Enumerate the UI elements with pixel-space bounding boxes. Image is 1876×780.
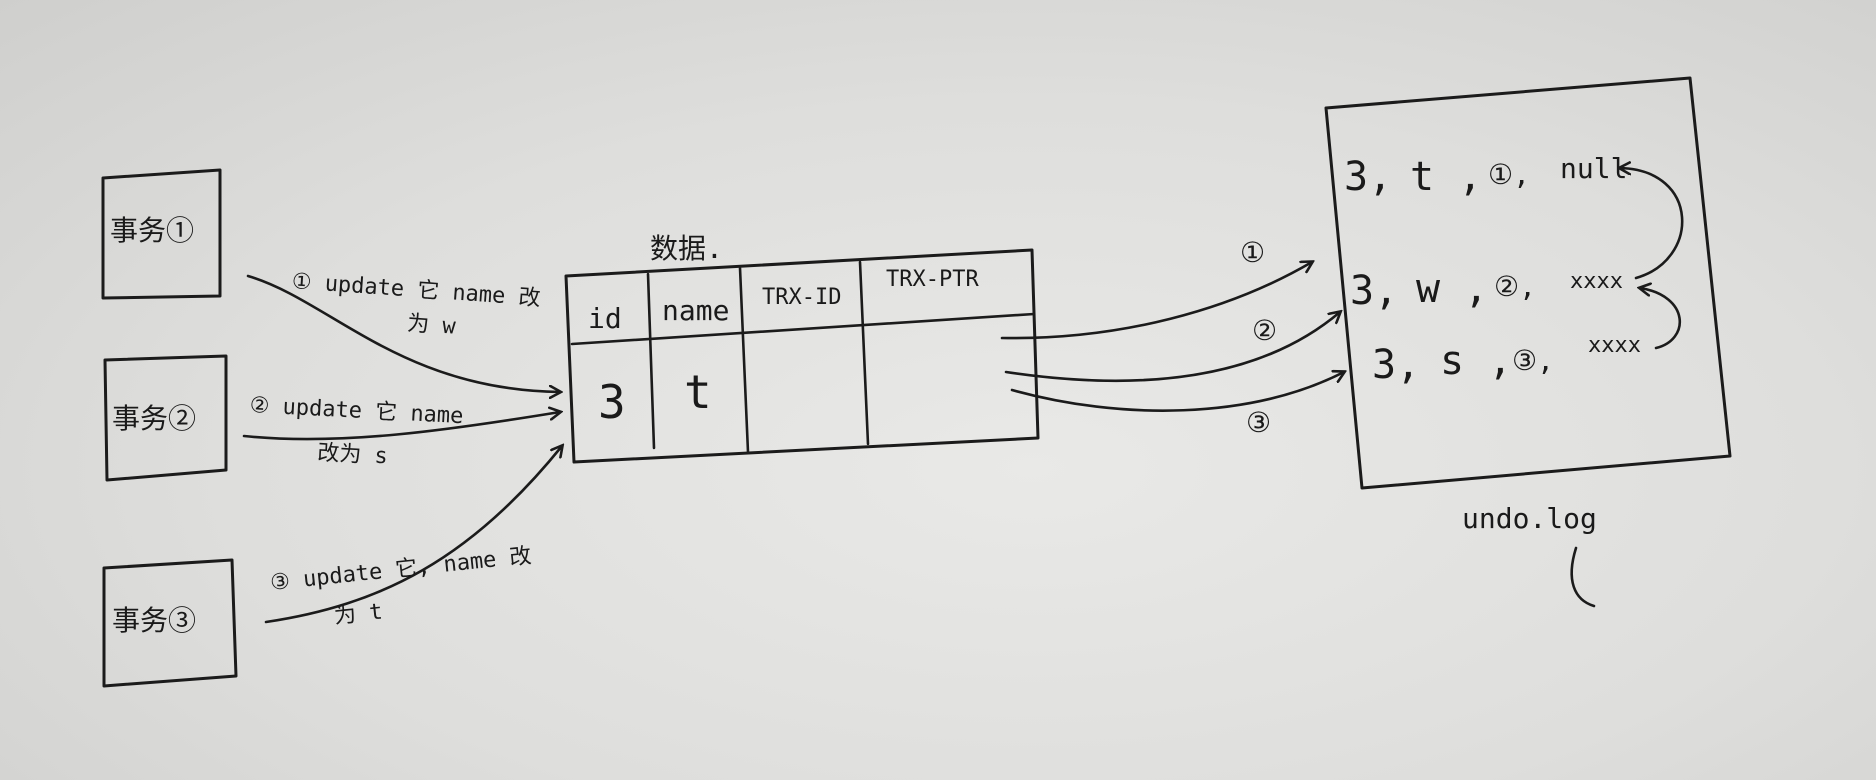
undo-log-entry-3-trx: ③,	[1512, 344, 1554, 377]
ptr-arrow-2-label: ②	[1252, 314, 1277, 347]
transaction-2-note: ② update 它 name 改为 s	[249, 393, 464, 470]
transaction-1-label: 事务①	[110, 214, 194, 247]
transaction-3-note-line1: ③ update 它, name 改	[269, 544, 533, 596]
transaction-1-note-line1: ① update 它 name 改	[291, 269, 541, 311]
undo-log-entry-3-name: s ,	[1440, 338, 1512, 384]
data-table-header-divider	[570, 312, 1036, 346]
undo-log-entry-2-name: w ,	[1416, 266, 1488, 312]
ptr-arrow-2	[1004, 312, 1340, 383]
data-table-header-trx-id: TRX-ID	[762, 285, 841, 310]
chain-arrow-3-to-2	[1640, 288, 1681, 350]
transaction-3-label: 事务③	[112, 604, 196, 637]
ptr-arrow-3-label: ③	[1246, 406, 1271, 439]
undo-log-box: 3, t , ①, null 3, w , ②, xxxx 3, s , ③, …	[1324, 76, 1732, 490]
data-table: id name TRX-ID TRX-PTR 3 t	[564, 248, 1040, 464]
undo-log-entry-3-id: 3,	[1372, 342, 1420, 388]
undo-log-entry-2-id: 3,	[1350, 268, 1398, 314]
data-table-header-trx-ptr: TRX-PTR	[886, 267, 979, 292]
transaction-3-note: ③ update 它, name 改 为 t	[269, 544, 533, 630]
transaction-1-arrow	[246, 274, 560, 392]
undo-log-entry-1-id: 3,	[1344, 154, 1392, 200]
ptr-arrow-1	[1000, 262, 1312, 340]
transaction-2-arrow	[242, 412, 560, 441]
undo-log-entry-1-ptr: null	[1560, 152, 1627, 185]
transaction-1-box: 事务①	[101, 168, 222, 300]
transaction-1-note-line2: 为 w	[406, 311, 457, 339]
transaction-2-box: 事务②	[103, 354, 228, 482]
undo-log-title-stroke	[1570, 546, 1596, 608]
data-table-cell-id: 3	[598, 375, 626, 429]
undo-log-entry-3-ptr: xxxx	[1588, 333, 1641, 358]
chain-arrow-2-to-1	[1620, 168, 1684, 280]
ptr-arrow-1-label: ①	[1240, 236, 1265, 269]
data-table-cell-name: t	[684, 365, 712, 419]
transaction-2-note-line2: 改为 s	[317, 441, 389, 470]
undo-log-entry-2-trx: ②,	[1494, 270, 1536, 303]
transaction-2-label: 事务②	[112, 402, 196, 435]
data-table-title: 数据.	[650, 232, 723, 265]
transaction-3-arrow	[264, 446, 562, 624]
undo-log-entry-1-trx: ①,	[1488, 158, 1530, 191]
transaction-3-box: 事务③	[102, 558, 238, 688]
transaction-2-note-line1: ② update 它 name	[249, 393, 464, 429]
ptr-arrow-3	[1010, 372, 1344, 412]
undo-log-title: undo.log	[1462, 502, 1597, 535]
undo-log-entry-2-ptr: xxxx	[1570, 269, 1623, 294]
data-table-header-name: name	[662, 294, 729, 327]
undo-log-entry-1-name: t ,	[1410, 154, 1482, 200]
data-table-header-id: id	[588, 302, 622, 335]
transaction-3-note-line2: 为 t	[333, 599, 384, 629]
transaction-1-note: ① update 它 name 改 为 w	[291, 269, 541, 340]
